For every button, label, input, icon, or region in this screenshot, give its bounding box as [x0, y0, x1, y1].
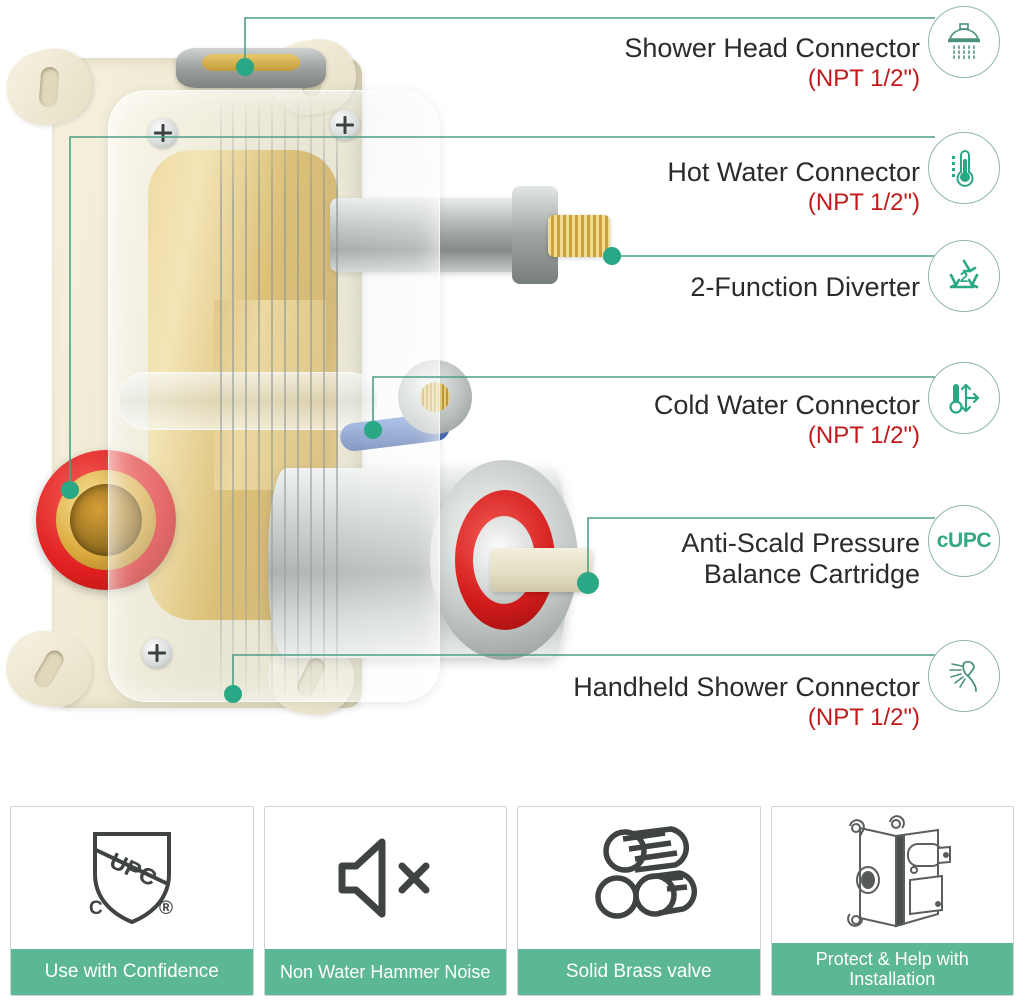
cartridge-handle-stem [490, 548, 592, 592]
callout-label-diverter: 2-Function Diverter [540, 272, 920, 303]
feature-caption-brass: Solid Brass valve [518, 949, 760, 995]
svg-text:2: 2 [960, 269, 968, 286]
upc-shield-icon: UPC C ® [11, 807, 253, 949]
callout-title-cold-water: Cold Water Connector [653, 390, 920, 420]
screw-top-left [148, 118, 178, 148]
cupc-label: cUPC [936, 529, 992, 552]
callout-title-cartridge-line1: Anti-Scald Pressure [681, 528, 920, 558]
handheld-shower-icon [928, 640, 1000, 712]
callout-label-cold-water: Cold Water Connector (NPT 1/2") [540, 390, 920, 451]
shower-head-icon [928, 6, 1000, 78]
callout-label-hot-water: Hot Water Connector (NPT 1/2") [540, 157, 920, 218]
feature-card-upc: UPC C ® Use with Confidence [10, 806, 254, 996]
callout-label-shower-head: Shower Head Connector (NPT 1/2") [540, 33, 920, 94]
feature-cards-row: UPC C ® Use with Confidence Non Water Ha… [0, 806, 1024, 996]
cupc-badge: cUPC [928, 505, 1000, 577]
shroud-ribs [218, 96, 346, 702]
callout-title-shower-head: Shower Head Connector [624, 33, 920, 63]
callout-title-handheld: Handheld Shower Connector [573, 672, 920, 702]
feature-caption-protect: Protect & Help with Installation [771, 942, 1013, 995]
svg-text:®: ® [159, 898, 173, 919]
screw-bottom-left [142, 638, 172, 668]
callout-title-hot-water: Hot Water Connector [667, 157, 920, 187]
callout-spec-cold-water: (NPT 1/2") [807, 421, 920, 449]
callout-spec-shower-head: (NPT 1/2") [807, 64, 920, 92]
feature-card-no-hammer: Non Water Hammer Noise [263, 806, 507, 996]
mute-speaker-icon [265, 807, 507, 949]
valve-line-art-icon [772, 807, 1014, 943]
screw-top-right [330, 110, 360, 140]
callout-label-handheld: Handheld Shower Connector (NPT 1/2") [500, 672, 920, 733]
callout-spec-handheld: (NPT 1/2") [807, 703, 920, 731]
feature-caption-no-hammer: Non Water Hammer Noise [264, 949, 506, 995]
callout-label-cartridge: Anti-Scald Pressure Balance Cartridge [530, 528, 920, 590]
feature-card-protect: Protect & Help with Installation [770, 806, 1014, 996]
callout-spec-hot-water: (NPT 1/2") [807, 188, 920, 216]
recycle-two-icon: 2 [928, 240, 1000, 312]
thermometer-hot-icon [928, 132, 1000, 204]
diverter-splined-stem [548, 215, 610, 257]
feature-card-brass: Solid Brass valve [517, 806, 761, 996]
feature-caption-upc: Use with Confidence [11, 949, 253, 995]
shower-head-port [176, 48, 326, 88]
callout-title-diverter: 2-Function Diverter [690, 272, 920, 302]
thermometer-snowflake-icon [928, 362, 1000, 434]
callout-title-cartridge-line2: Balance Cartridge [703, 558, 920, 589]
brass-tubes-icon [518, 807, 760, 949]
svg-text:UPC: UPC [106, 847, 161, 891]
svg-text:C: C [89, 898, 103, 919]
